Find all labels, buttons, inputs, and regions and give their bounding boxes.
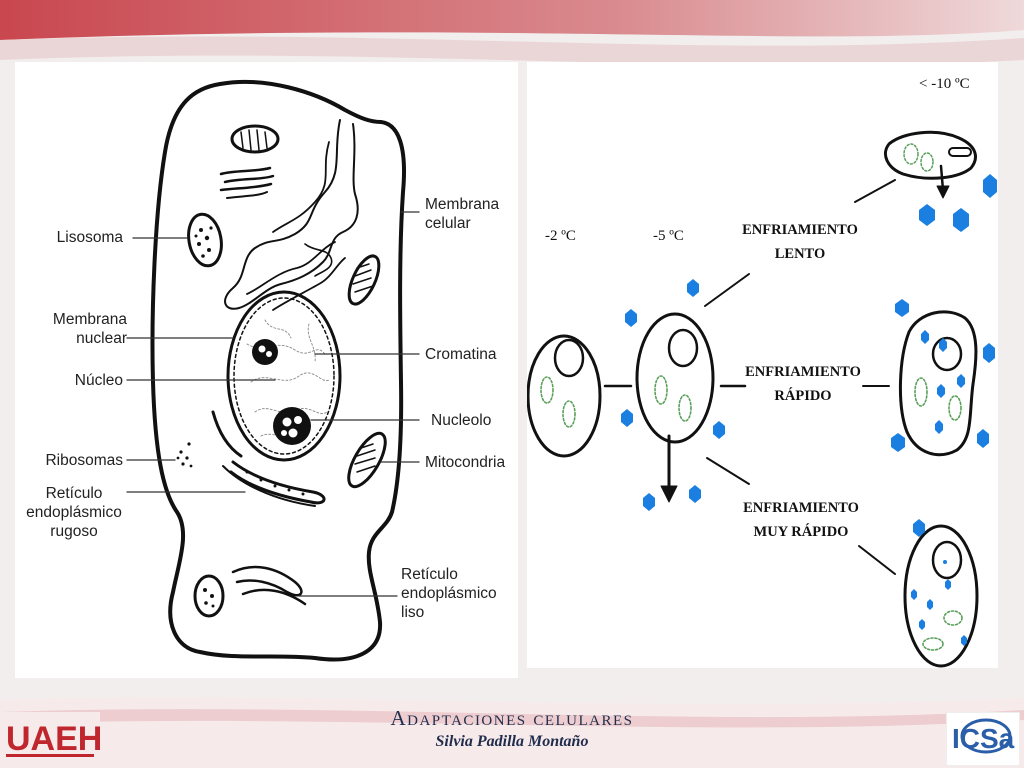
label-membrana-nuclear: Membrana nuclear xyxy=(52,311,127,347)
label-enfriamiento-muy-rapido: ENFRIAMIENTO MUY RÁPIDO xyxy=(743,500,859,540)
footer-band xyxy=(0,697,1024,768)
footer-author: Silvia Padilla Montaño xyxy=(435,733,589,750)
label-reticulo-liso: Retículo endoplásmico liso xyxy=(401,566,497,621)
mitochondrion-top xyxy=(230,124,280,154)
temp-minus-2: -2 ºC xyxy=(545,228,576,244)
mitochondrion-lower xyxy=(347,431,387,489)
label-cromatina: Cromatina xyxy=(425,346,497,363)
cell-very-fast-cooling xyxy=(903,524,979,668)
cell-diagram-panel: Lisosoma Membrana nuclear Núcleo Ribosom… xyxy=(15,62,518,678)
uaeh-logo: UAEH xyxy=(0,712,100,764)
nucleolus xyxy=(273,407,311,445)
label-nucleo: Núcleo xyxy=(74,372,123,389)
nuclear-membrane xyxy=(226,290,342,462)
svg-text:ICSa: ICSa xyxy=(952,723,1015,754)
cell-fast-cooling xyxy=(898,310,978,457)
cell-diagram xyxy=(126,79,420,662)
footer-title: Adaptaciones celulares xyxy=(390,706,634,730)
freezing-diagram xyxy=(527,130,997,668)
temp-minus-5: -5 ºC xyxy=(653,228,684,244)
svg-text:UAEH: UAEH xyxy=(6,720,100,758)
cell-slow-cooling xyxy=(884,130,977,180)
freezing-diagram-panel: -2 ºC -5 ºC < -10 ºC ENFRIAMIENTO LENTO … xyxy=(527,62,998,668)
label-mitocondria: Mitocondria xyxy=(425,454,506,471)
smooth-er xyxy=(231,565,303,597)
mitochondrion-right xyxy=(347,254,381,306)
rough-er xyxy=(211,410,243,458)
label-reticulo-rugoso: Retículo endoplásmico rugoso xyxy=(26,485,122,540)
icsa-logo: ICSa xyxy=(946,712,1020,766)
cell-minus-5 xyxy=(635,312,715,444)
label-enfriamiento-rapido: ENFRIAMIENTO RÁPIDO xyxy=(745,364,861,404)
label-lisosoma: Lisosoma xyxy=(56,229,123,246)
label-membrana-celular: Membrana celular xyxy=(425,196,500,232)
ribosomes xyxy=(176,442,193,468)
ice-crystals xyxy=(621,174,997,646)
cell-minus-2 xyxy=(527,334,602,458)
label-nucleolo: Nucleolo xyxy=(431,412,492,429)
label-enfriamiento-lento: ENFRIAMIENTO LENTO xyxy=(742,222,858,262)
label-ribosomas: Ribosomas xyxy=(45,452,123,469)
cell-membrane xyxy=(150,79,406,662)
lysosome xyxy=(187,212,223,268)
temp-minus-10: < -10 ºC xyxy=(919,76,970,92)
